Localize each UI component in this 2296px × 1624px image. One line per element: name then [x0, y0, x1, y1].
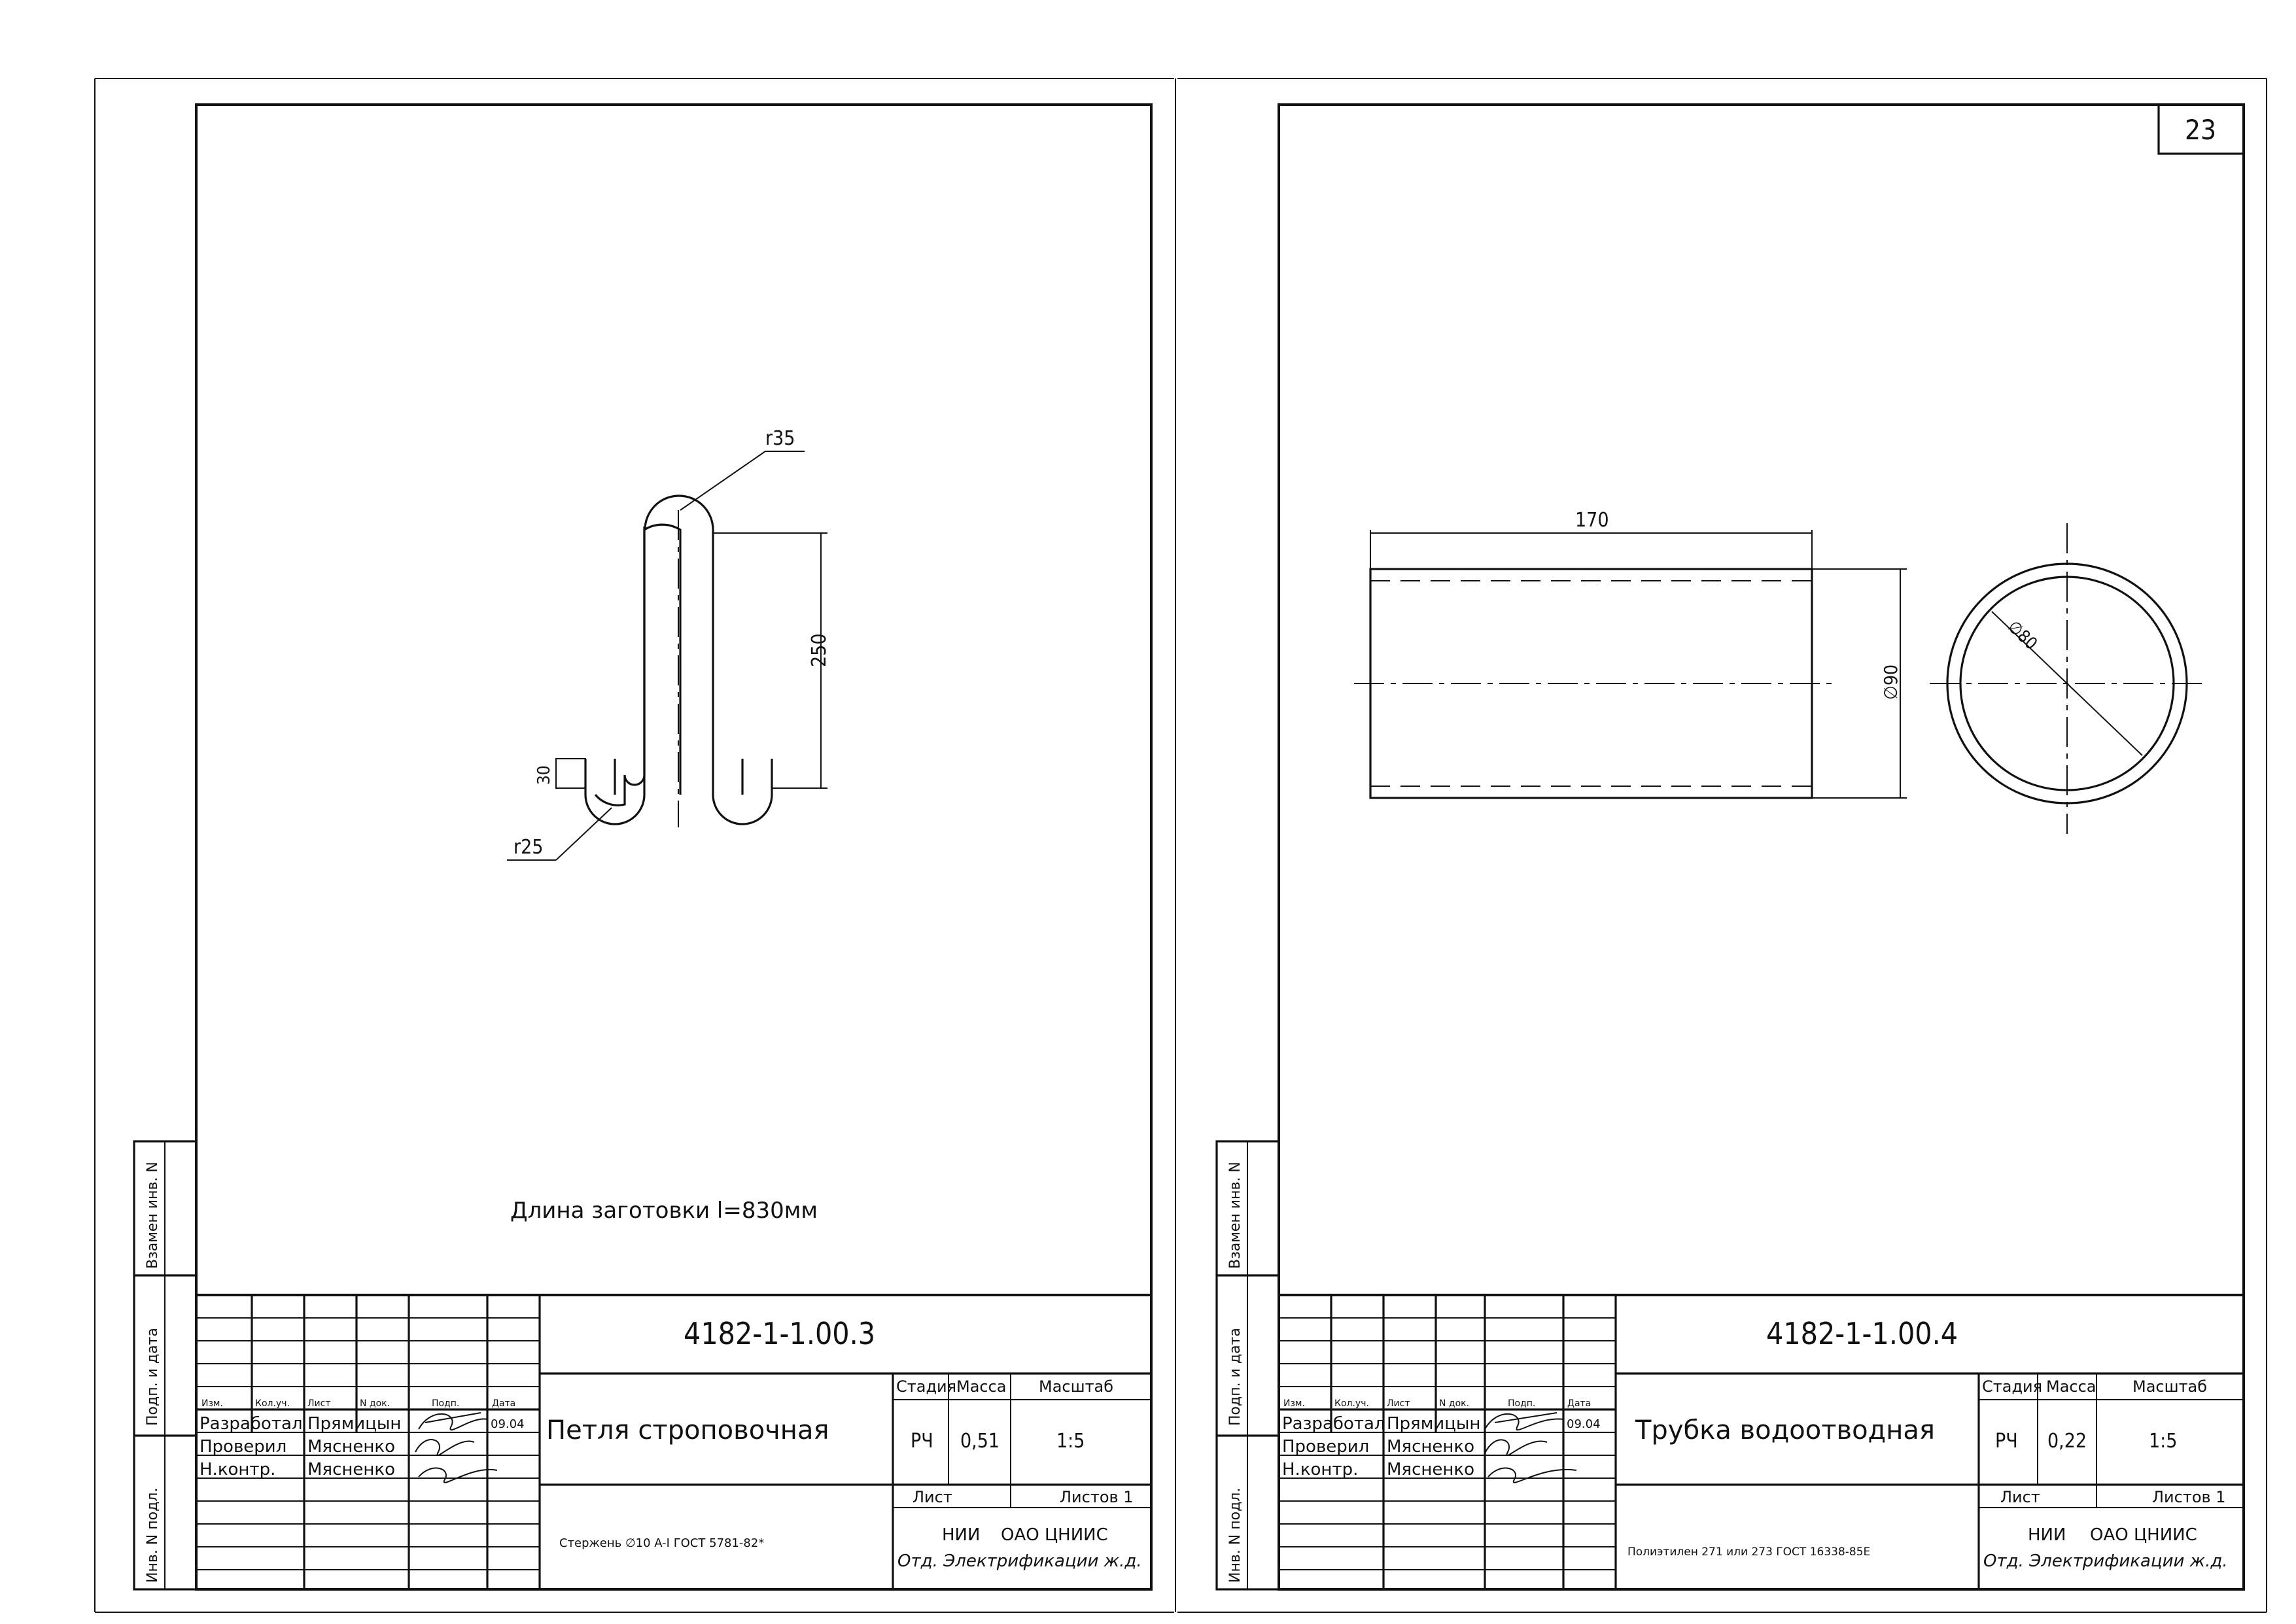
hdr-ndok: N док. [360, 1398, 390, 1409]
page-number: 23 [2185, 114, 2216, 146]
name-checker: Мясненко [1387, 1437, 1474, 1457]
title-block-right: Изм. Кол.уч. Лист N док. Подп. Дата Разр… [1278, 1294, 2245, 1591]
dim-hook: 30 [534, 765, 554, 785]
part-title: Трубка водоотводная [1635, 1415, 1935, 1445]
date-developer: 09.04 [1567, 1417, 1601, 1431]
hdr-list: Лист [1387, 1398, 1410, 1409]
part-title: Петля строповочная [546, 1415, 829, 1445]
loop-body-inner [644, 494, 714, 795]
sheet-left: Взамен инв. N Подп. и дата Инв. N подл. … [133, 103, 1153, 1591]
hdr-izm: Изм. [201, 1398, 223, 1409]
part-drawing-loop: 250 r35 30 r25 [507, 427, 831, 861]
org-name: ОАО ЦНИИС [2090, 1525, 2197, 1545]
hdr-kol: Кол.уч. [255, 1398, 290, 1409]
role-developer: Разработал [1282, 1414, 1385, 1434]
blank-length-note: Длина заготовки l=830мм [510, 1198, 818, 1224]
dim-radius-bottom: r25 [513, 836, 543, 859]
role-developer: Разработал [200, 1414, 303, 1434]
org-dept: Отд. Электрификации ж.д. [1983, 1551, 2228, 1571]
role-checker: Проверил [200, 1437, 287, 1457]
hdr-kol: Кол.уч. [1334, 1398, 1369, 1409]
role-checker: Проверил [1282, 1437, 1369, 1457]
hdr-stage: Стадия [1982, 1377, 2042, 1396]
role-norm-control: Н.контр. [200, 1460, 275, 1479]
stage-value: РЧ [1995, 1430, 2018, 1453]
hdr-list: Лист [307, 1398, 330, 1409]
loop-outer-contour [594, 527, 646, 806]
name-developer: Прямицын [1387, 1414, 1480, 1434]
signature-1 [418, 1412, 488, 1431]
signature-2 [1484, 1439, 1548, 1457]
hdr-podp: Подп. [1508, 1398, 1535, 1409]
doc-code: 4182-1-1.00.4 [1766, 1316, 1958, 1351]
name-developer: Прямицын [307, 1414, 401, 1434]
signature-2 [415, 1439, 475, 1457]
date-developer: 09.04 [491, 1417, 525, 1431]
hdr-izm: Изм. [1283, 1398, 1305, 1409]
material-spec: Полиэтилен 271 или 273 ГОСТ 16338-85Е [1627, 1546, 1870, 1559]
name-norm-control: Мясненко [1387, 1460, 1474, 1479]
stage-value: РЧ [911, 1430, 933, 1453]
part-drawing-tube: 170 ∅90 ∅80 [1354, 509, 2204, 834]
name-checker: Мясненко [307, 1437, 395, 1457]
hdr-sheet: Лист [2000, 1488, 2040, 1506]
side-label-vzamen: Взамен инв. N [145, 1162, 161, 1269]
hdr-sheets: Листов 1 [2152, 1488, 2226, 1506]
name-norm-control: Мясненко [307, 1460, 395, 1479]
sheet-right: 23 Взамен инв. N Подп. и дата Инв. N под… [1215, 103, 2245, 1591]
page-number-box [2157, 103, 2245, 155]
drawing-frame [1278, 103, 2245, 1591]
signature-1 [1484, 1412, 1564, 1431]
side-strip: Взамен инв. N Подп. и дата Инв. N подл. [133, 1140, 198, 1591]
scale-value: 1:5 [1056, 1430, 1085, 1453]
role-norm-control: Н.контр. [1282, 1460, 1358, 1479]
org-dept: Отд. Электрификации ж.д. [897, 1551, 1142, 1571]
side-label-podp: Подп. и дата [145, 1328, 161, 1426]
org-logo-text: НИИ [2028, 1525, 2066, 1545]
org-name: ОАО ЦНИИС [1001, 1525, 1108, 1545]
dim-inner-diameter: ∅80 [2004, 617, 2041, 653]
side-label-inv: Инв. N подл. [145, 1488, 161, 1583]
mass-value: 0,51 [960, 1430, 1000, 1453]
material-spec: Стержень ∅10 A-I ГОСТ 5781-82* [559, 1536, 764, 1550]
side-label-vzamen: Взамен инв. N [1227, 1162, 1244, 1269]
dim-length: 170 [1575, 509, 1609, 532]
hdr-data: Дата [1567, 1398, 1591, 1409]
hdr-data: Дата [492, 1398, 515, 1409]
hdr-sheets: Листов 1 [1060, 1488, 1134, 1506]
title-block-left: Изм. Кол.уч. Лист N док. Подп. Дата Разр… [195, 1294, 1153, 1591]
loop-body [584, 523, 682, 825]
side-strip: Взамен инв. N Подп. и дата Инв. N подл. [1215, 1140, 1280, 1591]
hdr-stage: Стадия [896, 1377, 956, 1396]
hdr-mass: Масса [2046, 1377, 2096, 1396]
side-label-inv: Инв. N подл. [1227, 1488, 1244, 1583]
hdr-mass: Масса [956, 1377, 1007, 1396]
hdr-scale: Масштаб [1039, 1377, 1113, 1396]
doc-code: 4182-1-1.00.3 [684, 1316, 875, 1351]
signature-3 [1487, 1467, 1577, 1483]
dim-outer-diameter: ∅90 [1880, 665, 1902, 700]
drawing-frame [195, 103, 1153, 1591]
dim-radius-top: r35 [765, 427, 795, 450]
hdr-scale: Масштаб [2132, 1377, 2207, 1396]
signature-3 [418, 1467, 498, 1483]
scale-value: 1:5 [2149, 1430, 2177, 1453]
hdr-sheet: Лист [913, 1488, 952, 1506]
hdr-ndok: N док. [1439, 1398, 1469, 1409]
hdr-podp: Подп. [432, 1398, 459, 1409]
dim-height: 250 [808, 633, 831, 667]
loop-right-hook [712, 759, 773, 825]
mass-value: 0,22 [2047, 1430, 2087, 1453]
org-logo-text: НИИ [942, 1525, 980, 1545]
side-label-podp: Подп. и дата [1227, 1328, 1244, 1426]
